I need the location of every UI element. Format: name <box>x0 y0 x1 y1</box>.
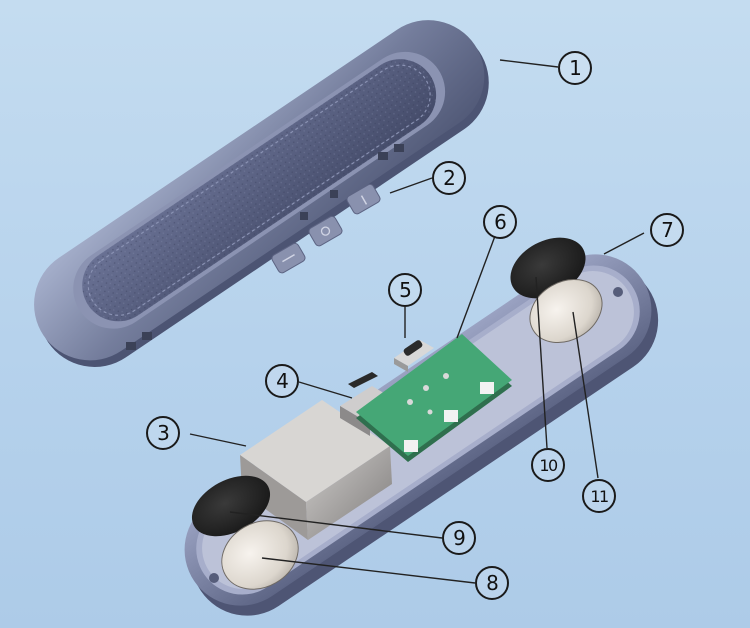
callout-2: 2 <box>432 161 466 195</box>
callout-7: 7 <box>650 213 684 247</box>
buttons <box>271 183 381 274</box>
magnet-disc-left <box>221 520 299 590</box>
callout-11: 11 <box>582 479 616 513</box>
leader-lines <box>189 59 645 584</box>
magnet-disc-right <box>529 279 603 343</box>
callout-8: 8 <box>475 566 509 600</box>
callout-6: 6 <box>483 205 517 239</box>
callout-3: 3 <box>146 416 180 450</box>
callout-5: 5 <box>388 273 422 307</box>
usb-port <box>394 340 434 372</box>
foam-pad-left <box>191 475 271 537</box>
pcb <box>356 334 512 462</box>
callout-10: 10 <box>531 448 565 482</box>
callout-4: 4 <box>265 364 299 398</box>
callout-9: 9 <box>442 521 476 555</box>
callout-1: 1 <box>558 51 592 85</box>
top-cover <box>34 20 489 367</box>
